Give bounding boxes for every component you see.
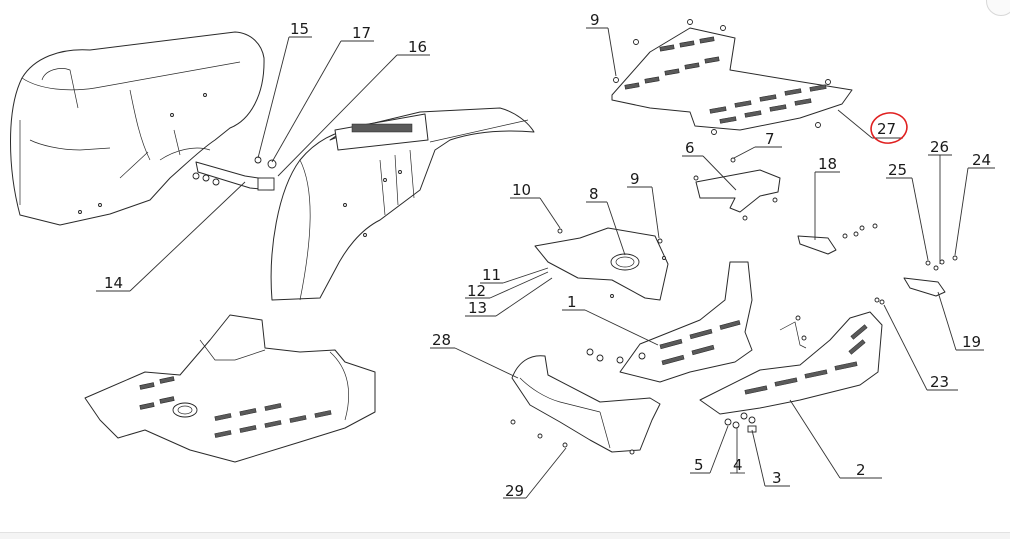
footrest-2-part xyxy=(699,297,885,415)
callout-3: 3 xyxy=(772,469,782,487)
callout-9-top: 9 xyxy=(590,11,600,29)
left-fender-part xyxy=(10,31,265,226)
callout-15: 15 xyxy=(290,20,309,38)
leader-lines xyxy=(96,27,995,499)
callout-9-mid: 9 xyxy=(630,170,640,188)
bracket-8-part xyxy=(534,227,669,301)
highlight-circle xyxy=(870,112,908,144)
callout-8: 8 xyxy=(589,185,599,203)
right-fender-part xyxy=(270,107,535,301)
callout-13: 13 xyxy=(468,299,487,317)
bottom-strip xyxy=(0,532,1010,539)
callout-16: 16 xyxy=(408,38,427,56)
callout-2: 2 xyxy=(856,461,866,479)
callout-27: 27 xyxy=(877,120,896,138)
callout-23: 23 xyxy=(930,373,949,391)
callout-18: 18 xyxy=(818,155,837,173)
callout-24: 24 xyxy=(972,151,991,169)
callout-29: 29 xyxy=(505,482,524,500)
callout-5: 5 xyxy=(694,456,704,474)
callout-17: 17 xyxy=(352,24,371,42)
callout-26: 26 xyxy=(930,138,949,156)
callout-19: 19 xyxy=(962,333,981,351)
brackets-18-19-part xyxy=(797,223,958,297)
bracket-14-part xyxy=(192,156,277,191)
callout-7: 7 xyxy=(765,130,775,148)
callout-10: 10 xyxy=(512,181,531,199)
callout-6: 6 xyxy=(685,139,695,157)
rear-cover-28-part xyxy=(510,355,661,455)
callout-4: 4 xyxy=(733,456,743,474)
frame-1-part xyxy=(586,261,753,383)
callout-28: 28 xyxy=(432,331,451,349)
callout-12: 12 xyxy=(467,282,486,300)
callout-11: 11 xyxy=(482,266,501,284)
callout-25: 25 xyxy=(888,161,907,179)
callout-1: 1 xyxy=(567,293,577,311)
bracket-6-part xyxy=(693,157,781,221)
bolts-3-4-5-part xyxy=(724,412,757,433)
callout-14: 14 xyxy=(104,274,123,292)
floor-plate-27-part xyxy=(611,19,853,135)
floor-assembly-part xyxy=(84,314,376,463)
